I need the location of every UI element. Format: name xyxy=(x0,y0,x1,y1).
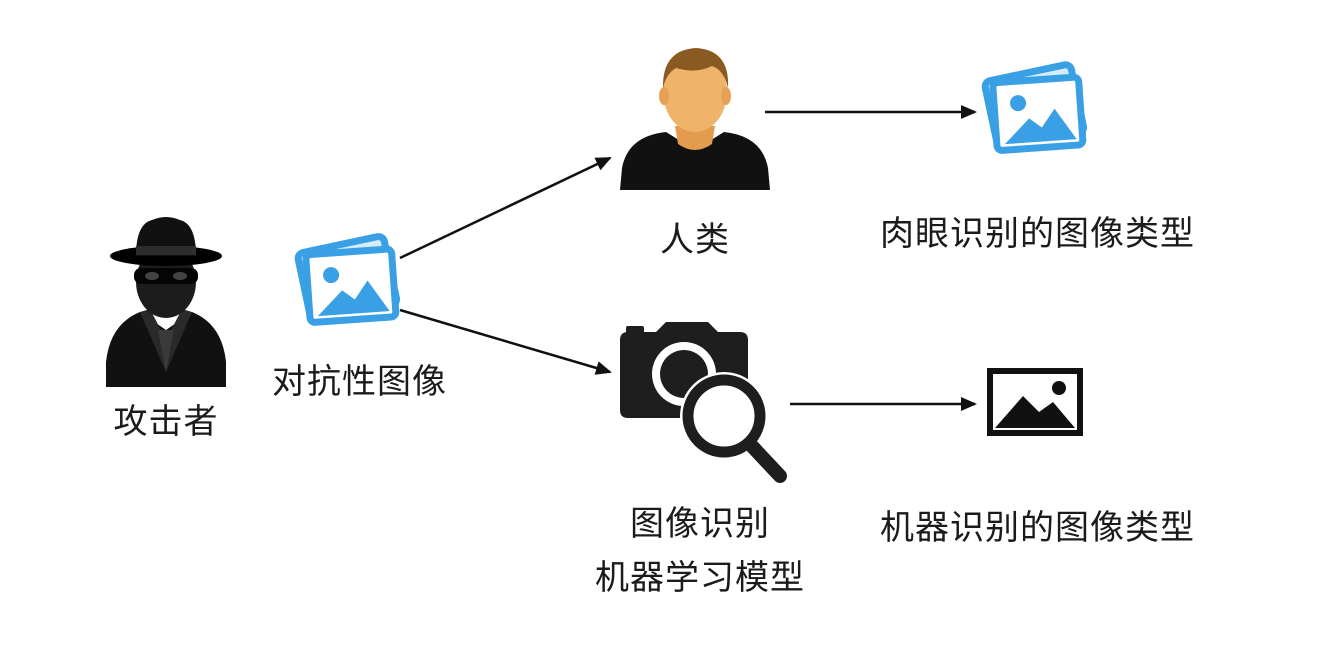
human-result-image-icon xyxy=(975,60,1095,160)
model-label-line1: 图像识别 xyxy=(630,504,770,544)
camera-search-icon xyxy=(612,318,792,488)
adversarial-image-label: 对抗性图像 xyxy=(272,362,447,402)
image-stack-icon xyxy=(288,232,406,332)
attacker-label: 攻击者 xyxy=(113,402,219,442)
picture-icon xyxy=(987,368,1083,436)
model-result-label: 机器识别的图像类型 xyxy=(880,508,1195,548)
spy-icon xyxy=(96,212,236,387)
human-result-label: 肉眼识别的图像类型 xyxy=(880,214,1195,254)
arrow-image-to-human xyxy=(399,156,612,260)
model-label-line2: 机器学习模型 xyxy=(595,558,805,598)
person-icon xyxy=(620,40,770,190)
arrow-image-to-model xyxy=(399,308,612,375)
human-label: 人类 xyxy=(660,220,730,260)
